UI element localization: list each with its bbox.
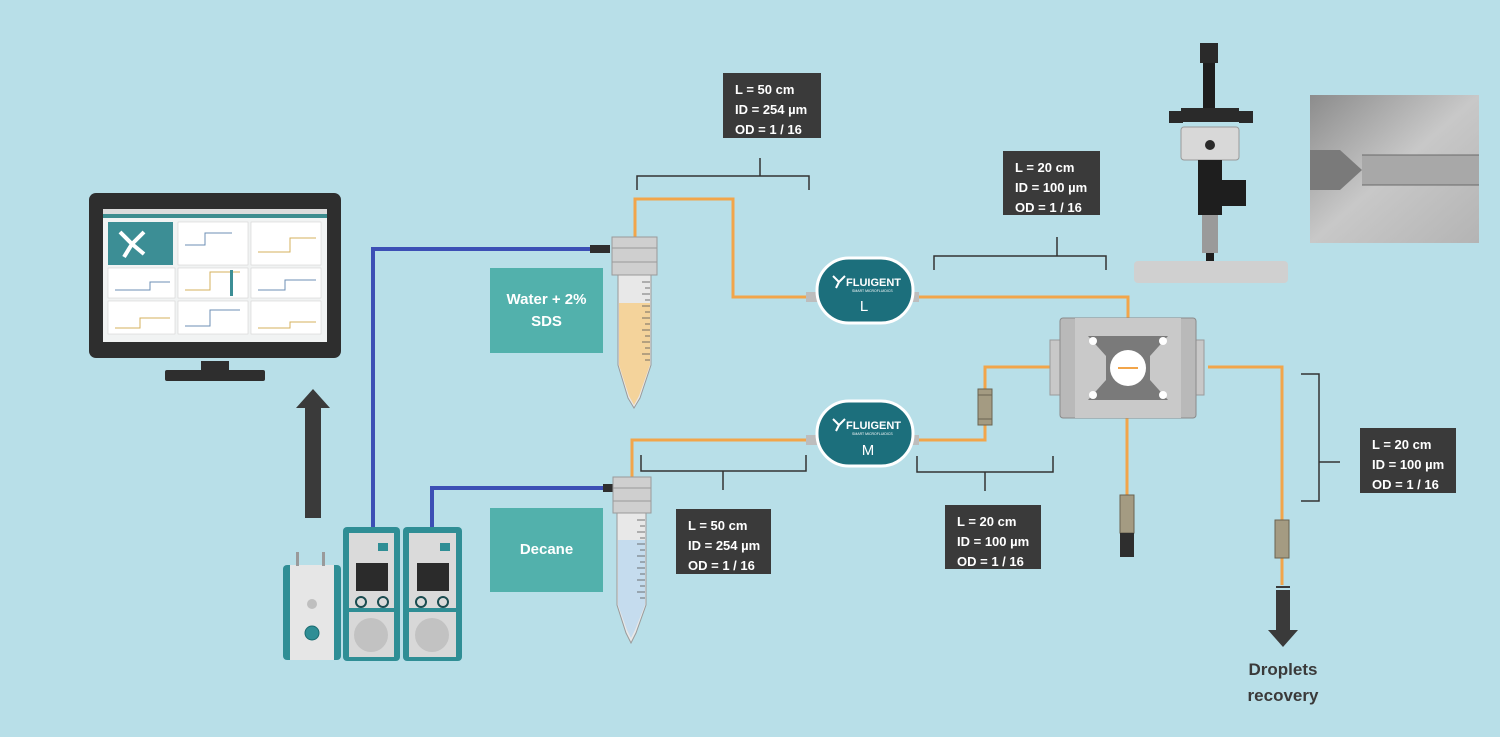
inline-fitting — [977, 388, 993, 426]
flow-sensor-l: FLUIGENT SMART MICROFLUIDICS L — [806, 256, 919, 325]
reservoir-water — [611, 236, 658, 409]
microscope — [1134, 43, 1288, 283]
sensor-l-letter: L — [860, 298, 868, 315]
pressure-controller-base — [283, 552, 341, 660]
pressure-line-top — [371, 247, 592, 527]
microscope-image — [1310, 95, 1479, 243]
pressure-controller-2 — [403, 527, 462, 661]
sensor-brand: FLUIGENT — [846, 420, 901, 432]
computer-monitor — [89, 193, 341, 381]
fluid-label-decane: Decane — [490, 508, 603, 592]
pressure-line-bottom — [430, 486, 605, 527]
braces — [636, 158, 1340, 502]
outlet-fitting-left — [1119, 494, 1135, 557]
fluid-tubing — [630, 197, 1284, 585]
reservoir-decane — [612, 476, 652, 645]
sensor-brand-sub: SMART MICROFLUIDICS — [852, 289, 893, 293]
outlet-fitting-right — [1274, 519, 1290, 559]
outlet-arrow-down — [1268, 586, 1298, 647]
sensor-brand-sub: SMART MICROFLUIDICS — [852, 432, 893, 436]
sensor-m-letter: M — [862, 442, 875, 459]
sensor-brand: FLUIGENT — [846, 277, 901, 289]
pressure-controller-1 — [343, 527, 400, 661]
microfluidic-chip — [1049, 317, 1205, 419]
fluid-label-water: Water + 2% SDS — [490, 268, 603, 353]
data-arrow-up — [296, 389, 330, 518]
flow-sensor-m: FLUIGENT SMART MICROFLUIDICS M — [806, 399, 919, 468]
droplets-recovery-label: Droplets recovery — [1247, 660, 1319, 705]
